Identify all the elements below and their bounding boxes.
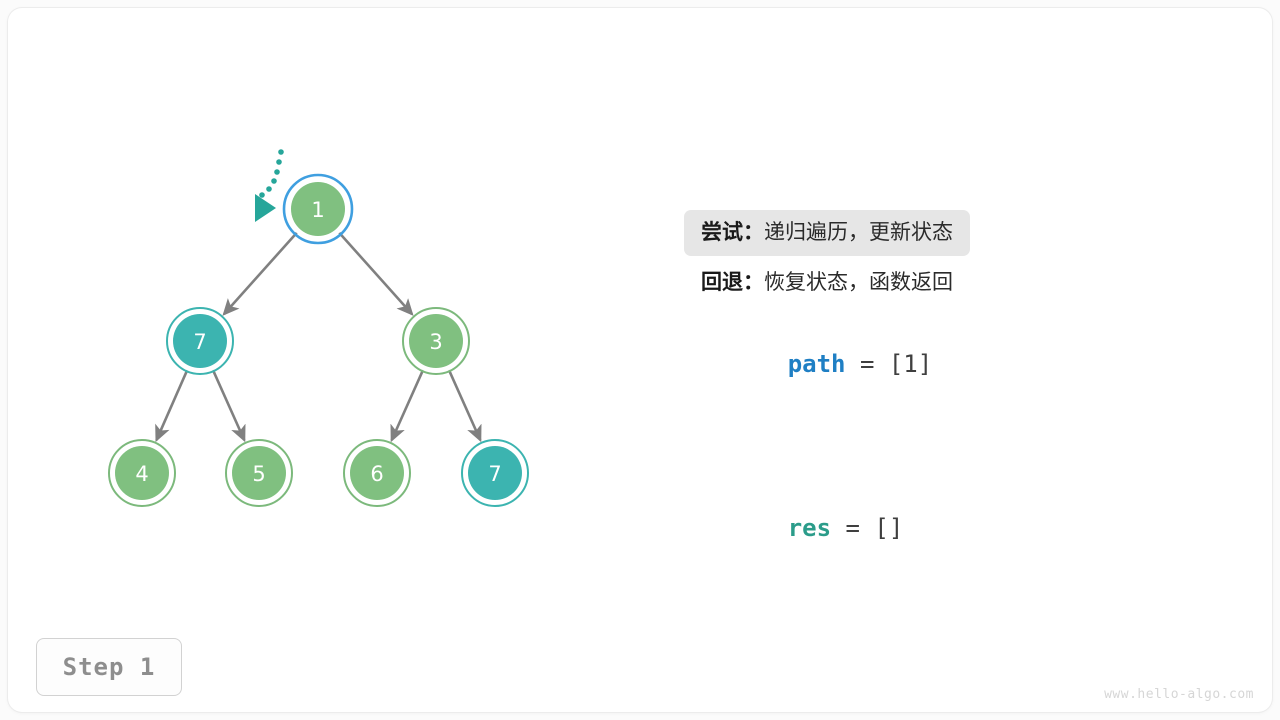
cursor-trail-dot (274, 169, 280, 175)
node-circle (291, 182, 345, 236)
node-outer-ring (402, 307, 470, 375)
node-outer-ring (108, 439, 176, 507)
tree-node-6: 6 (343, 439, 411, 507)
tree-node-7: 7 (461, 439, 529, 507)
cursor-trail-dot (266, 186, 272, 192)
node-value-label: 1 (311, 198, 324, 222)
step-badge: Step 1 (36, 638, 182, 696)
try-highlight-box: 尝试：递归遍历，更新状态 (684, 210, 970, 256)
panel-row-backtrack: 回退：恢复状态，函数返回 (684, 260, 1204, 306)
path-variable-row: path = [1] (684, 310, 1204, 418)
node-circle (232, 446, 286, 500)
cursor-trail-dot (278, 149, 284, 155)
tree-node-1: 1 (282, 173, 354, 245)
watermark: www.hello-algo.com (1104, 687, 1254, 702)
node-outer-ring (166, 307, 234, 375)
node-circle (173, 314, 227, 368)
cursor-triangle-icon (255, 194, 276, 222)
try-label: 尝试： (701, 220, 764, 244)
node-outer-ring (461, 439, 529, 507)
panel-row-try: 尝试：递归遍历，更新状态 (684, 210, 1204, 260)
binary-tree-diagram: 1 7 3 4 5 6 7 (108, 149, 529, 507)
cursor-trail-dot (259, 192, 265, 198)
cursor-trail-dot (271, 178, 277, 184)
node-circle (115, 446, 169, 500)
node-outer-ring (343, 439, 411, 507)
step-badge-label: Step 1 (62, 653, 156, 681)
recursion-cursor (255, 149, 284, 222)
tree-edge (447, 369, 482, 443)
node-value-label: 6 (370, 462, 383, 486)
tree-node-7: 7 (166, 307, 234, 375)
path-variable-value: = [1] (845, 350, 933, 378)
node-active-ring (282, 173, 354, 245)
res-variable-row: res = [] (684, 474, 1204, 582)
node-value-label: 5 (252, 462, 265, 486)
tree-node-5: 5 (225, 439, 293, 507)
tree-edge (222, 231, 298, 316)
node-circle (350, 446, 404, 500)
node-value-label: 3 (429, 330, 442, 354)
backtrack-text: 恢复状态，函数返回 (764, 270, 953, 294)
node-circle (468, 446, 522, 500)
tree-edge (338, 231, 414, 316)
tree-edge (155, 369, 189, 443)
tree-node-4: 4 (108, 439, 176, 507)
node-circle (409, 314, 463, 368)
tree-nodes: 1 7 3 4 5 6 7 (108, 173, 529, 507)
path-variable-name: path (787, 350, 846, 378)
res-variable-value: = [] (831, 514, 904, 542)
tree-node-3: 3 (402, 307, 470, 375)
cursor-trail-dot (276, 159, 282, 165)
res-variable-name: res (787, 514, 832, 542)
cursor-trail-dots (259, 149, 284, 198)
state-panel: 尝试：递归遍历，更新状态 回退：恢复状态，函数返回 path = [1] res… (684, 210, 1204, 582)
node-value-label: 7 (193, 330, 206, 354)
node-value-label: 7 (488, 462, 501, 486)
tree-edge (390, 369, 425, 443)
node-outer-ring (225, 439, 293, 507)
tree-edges (155, 231, 482, 443)
node-value-label: 4 (135, 462, 148, 486)
tree-edge (211, 369, 246, 443)
backtrack-label: 回退： (701, 270, 764, 294)
try-text: 递归遍历，更新状态 (764, 220, 953, 244)
